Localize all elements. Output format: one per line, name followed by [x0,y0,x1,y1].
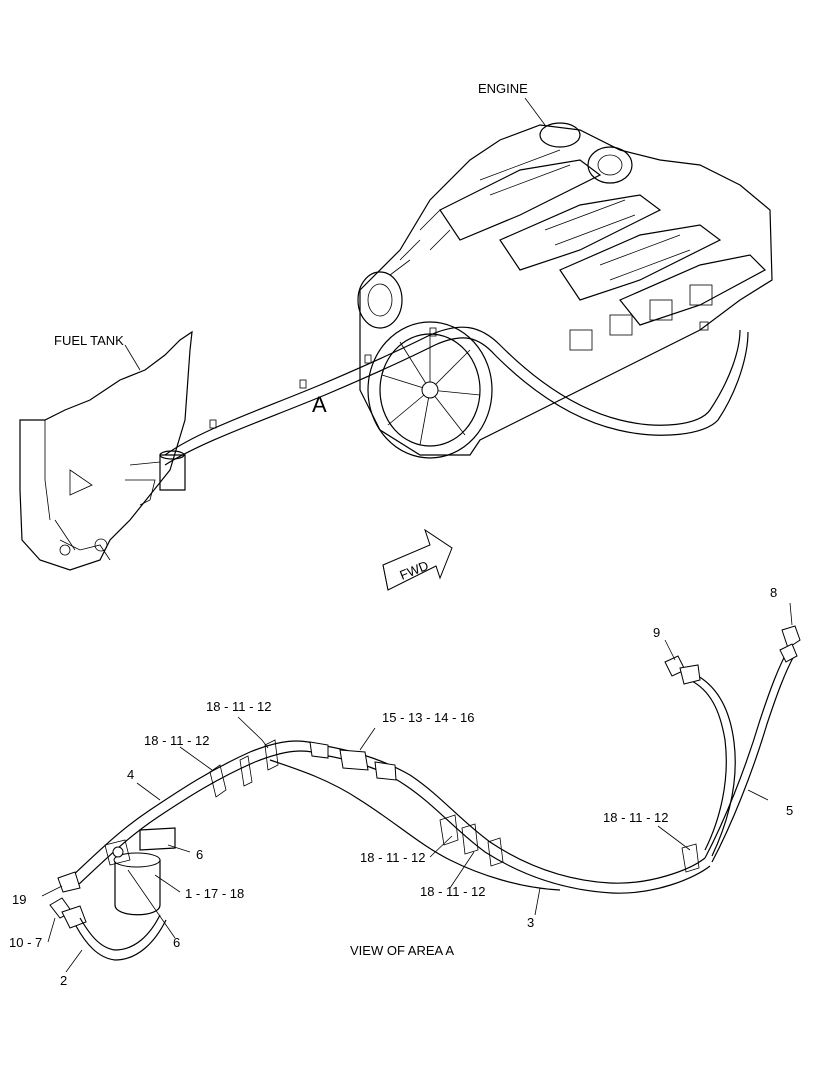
callout-18-11-12-left: 18 - 11 - 12 [144,733,210,748]
engine-illustration [357,97,773,459]
callout-1-17-18: 1 - 17 - 18 [185,886,244,901]
engine-label: ENGINE [478,81,528,96]
callout-18-11-12-top: 18 - 11 - 12 [206,699,272,714]
view-caption: VIEW OF AREA A [350,943,454,958]
callout-18-11-12-right: 18 - 11 - 12 [603,810,669,825]
callout-9: 9 [653,625,660,640]
callout-18-11-12-mid: 18 - 11 - 12 [360,850,426,865]
area-a-detail [41,602,801,973]
fwd-arrow [382,528,453,591]
callout-6-lower: 6 [173,935,180,950]
callout-18-11-12-lower: 18 - 11 - 12 [420,884,486,899]
fuel-tank-label: FUEL TANK [54,333,124,348]
callout-15-13-14-16: 15 - 13 - 14 - 16 [382,710,475,725]
fuel-lines-overview [164,321,749,466]
callout-10-7: 10 - 7 [9,935,42,950]
callout-19: 19 [12,892,26,907]
callout-8: 8 [770,585,777,600]
callout-3: 3 [527,915,534,930]
callout-2: 2 [60,973,67,988]
callout-4: 4 [127,767,134,782]
fuel-tank-illustration [19,330,193,571]
callout-5: 5 [786,803,793,818]
callout-6-upper: 6 [196,847,203,862]
area-a-label: A [312,392,327,417]
